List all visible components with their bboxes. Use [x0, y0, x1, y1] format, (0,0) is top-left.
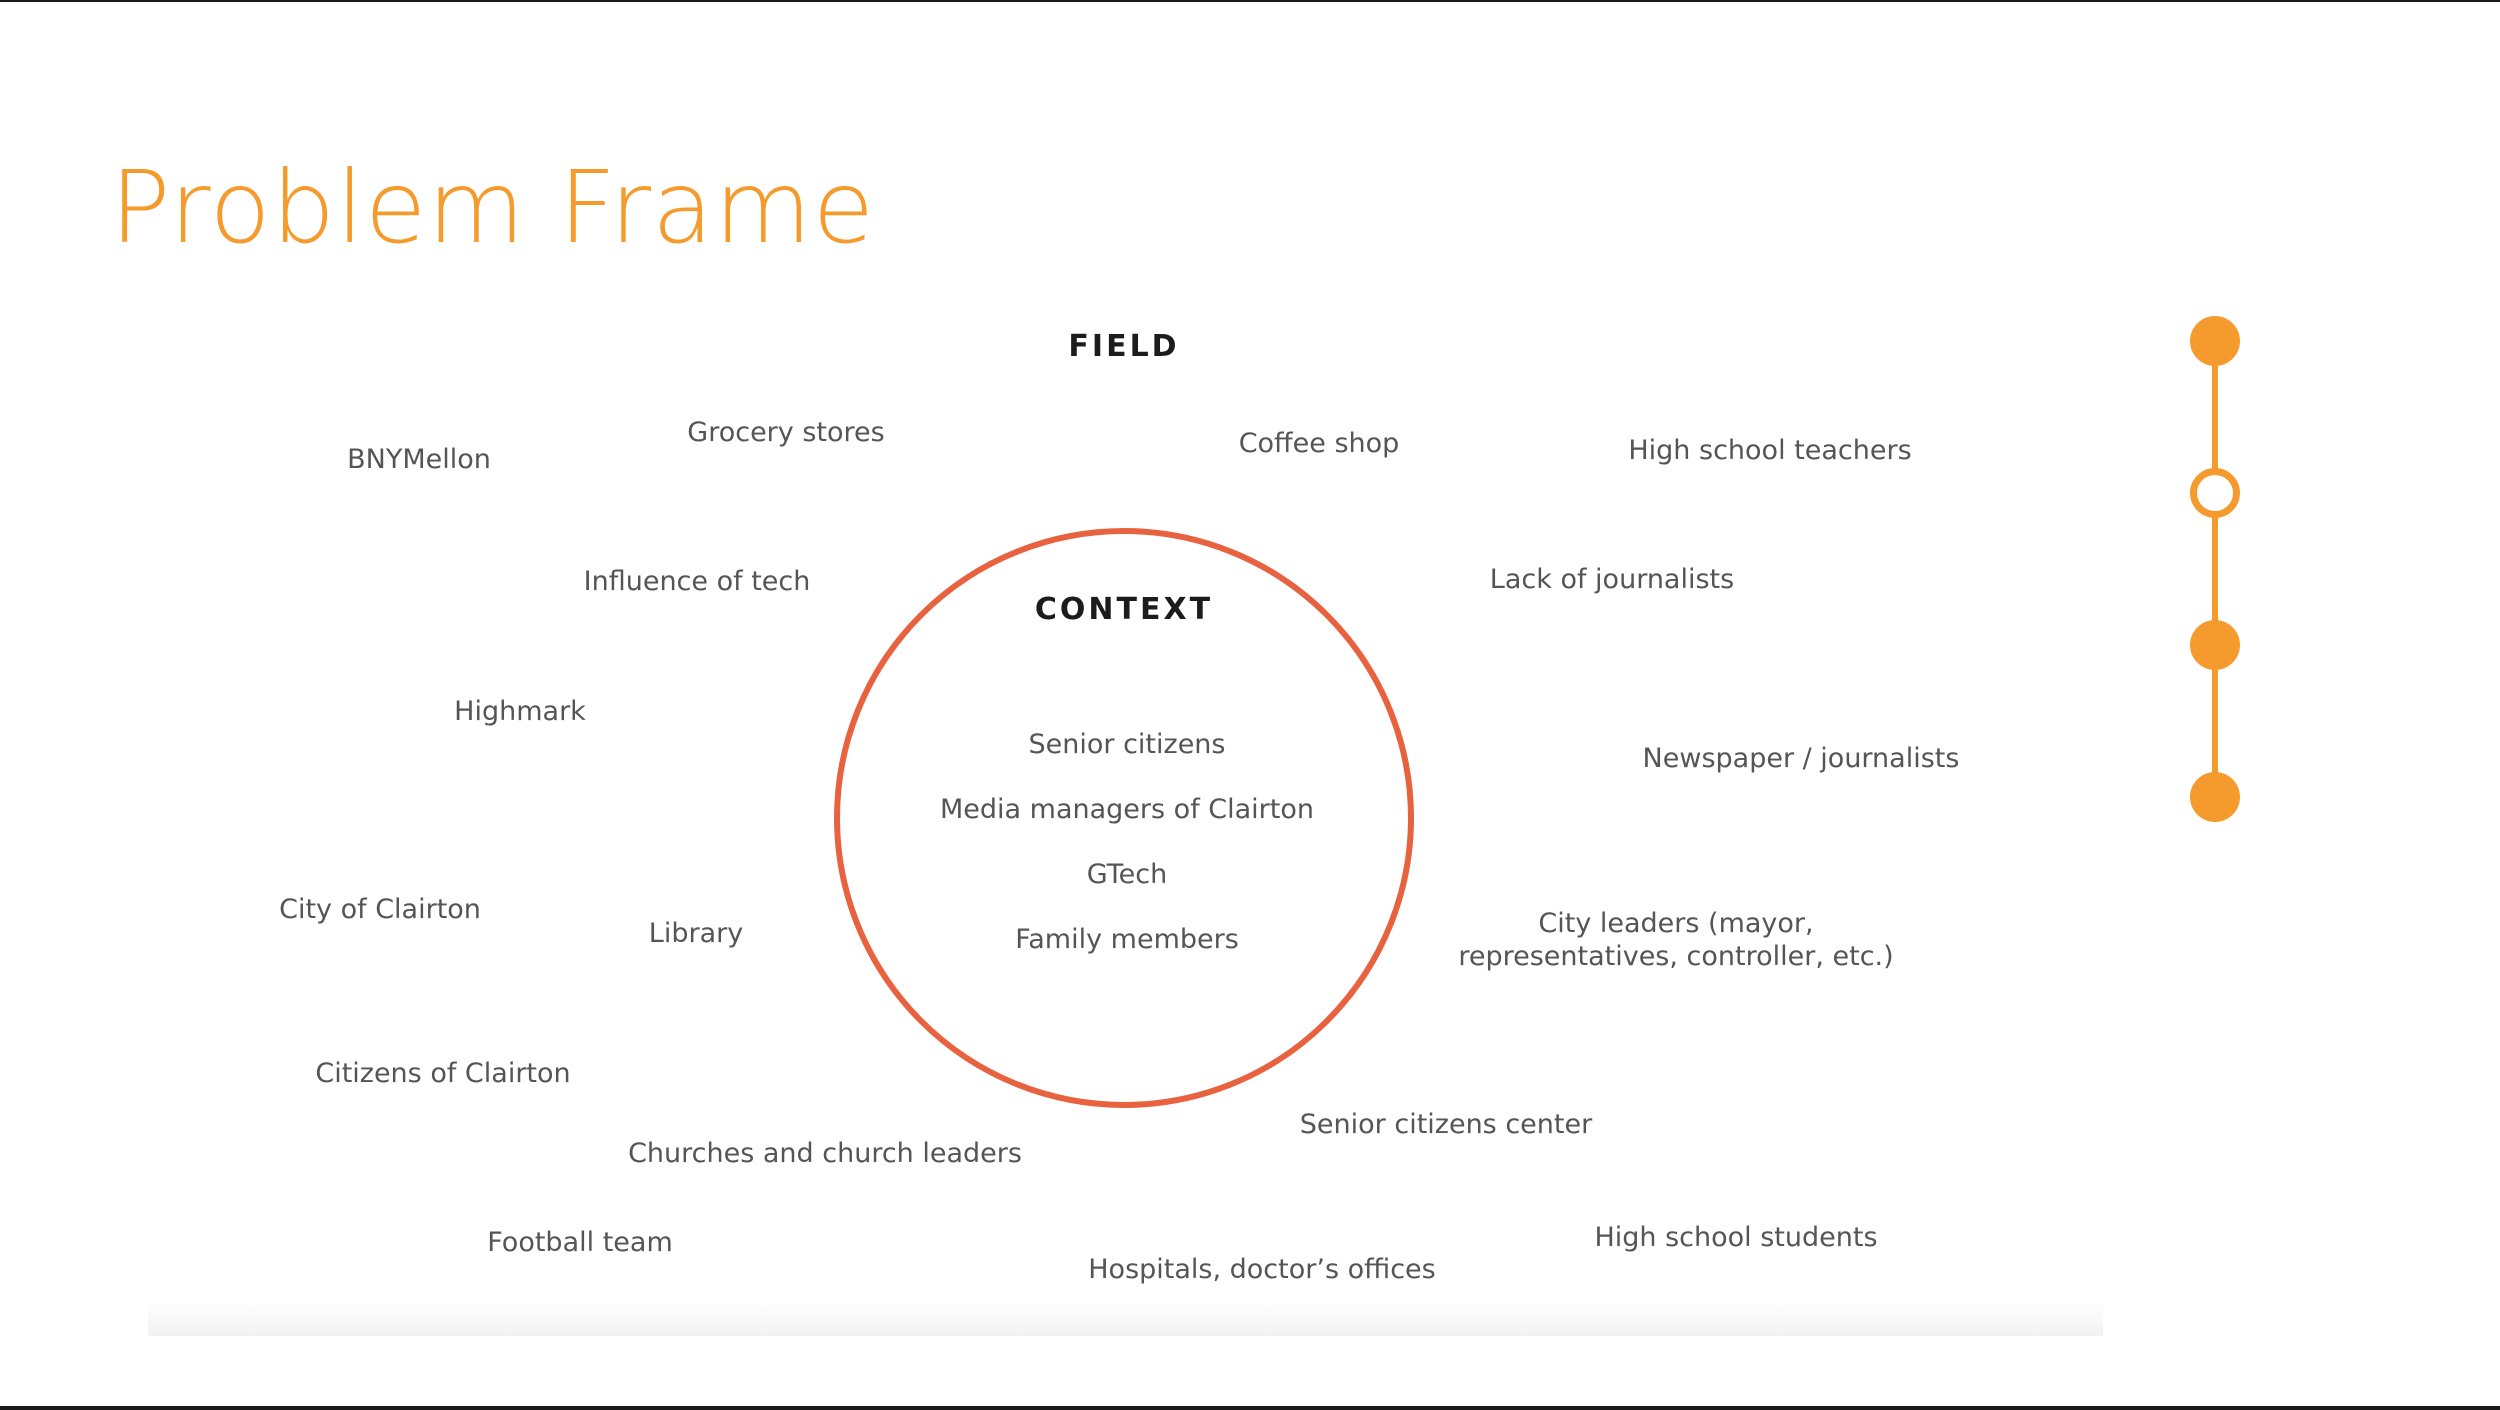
field-item-citizens-of-clairton: Citizens of Clairton [315, 1058, 571, 1089]
field-item-coffee-shop: Coffee shop [1238, 428, 1400, 459]
field-item-highmark: Highmark [454, 696, 586, 727]
field-item-lack-of-journalists: Lack of journalists [1489, 564, 1735, 595]
context-item-senior-citizens: Senior citizens [1028, 729, 1226, 760]
field-item-bnymellon: BNYMellon [347, 444, 491, 475]
field-item-newspaper-journalists: Newspaper / journalists [1642, 743, 1960, 774]
field-item-city-leaders: City leaders (mayor, representatives, co… [1458, 908, 1894, 972]
context-item-gtech: GTech [1086, 859, 1168, 890]
field-item-city-of-clairton: City of Clairton [279, 894, 481, 925]
field-item-library: Library [648, 918, 744, 949]
context-item-media-managers: Media managers of Clairton [939, 794, 1315, 825]
bottom-shadow [148, 1300, 2103, 1336]
field-item-hospitals: Hospitals, doctor’s offices [1088, 1254, 1436, 1285]
context-item-family-members: Family members [1015, 924, 1239, 955]
timeline-step-4 [2190, 772, 2240, 822]
field-item-churches: Churches and church leaders [628, 1138, 1022, 1169]
context-heading: CONTEXT [1034, 592, 1214, 627]
progress-timeline [2170, 310, 2260, 830]
bottom-border [0, 1406, 2500, 1410]
timeline-connector [2212, 340, 2218, 780]
timeline-step-3 [2190, 620, 2240, 670]
page-title: Problem Frame [110, 149, 876, 266]
field-item-football-team: Football team [487, 1227, 673, 1258]
field-item-influence-of-tech: Influence of tech [583, 566, 811, 597]
field-item-grocery-stores: Grocery stores [687, 417, 885, 448]
field-item-high-school-students: High school students [1594, 1222, 1878, 1253]
timeline-step-1 [2190, 316, 2240, 366]
context-circle [834, 528, 1414, 1108]
field-item-senior-citizens-center: Senior citizens center [1299, 1109, 1593, 1140]
field-item-high-school-teachers: High school teachers [1628, 435, 1912, 466]
top-border [0, 0, 2500, 2]
field-heading: FIELD [1068, 329, 1180, 364]
timeline-step-2 [2190, 468, 2240, 518]
